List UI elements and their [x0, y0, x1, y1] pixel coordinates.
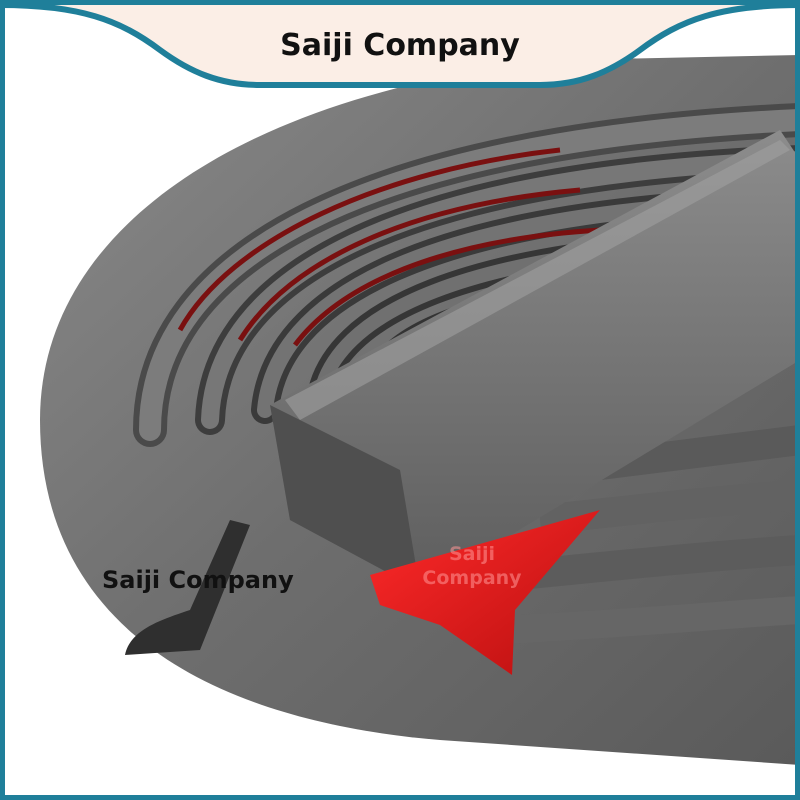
adhesive-tape-lines [177, 147, 601, 347]
banner-title: Saiji Company [280, 28, 520, 63]
watermark: Saiji Company [412, 542, 532, 590]
unrolled-strip-edge [270, 405, 420, 590]
unrolled-strip-top-face [270, 130, 800, 590]
unrolled-strip-highlight [285, 140, 790, 420]
watermark-line-1: Saiji [448, 543, 496, 565]
cut-end-profile [125, 520, 250, 655]
adhesive-tape-red [370, 510, 600, 675]
company-caption: Saiji Company [102, 566, 294, 594]
watermark-line-2: Company [422, 567, 522, 589]
top-banner [0, 0, 800, 88]
